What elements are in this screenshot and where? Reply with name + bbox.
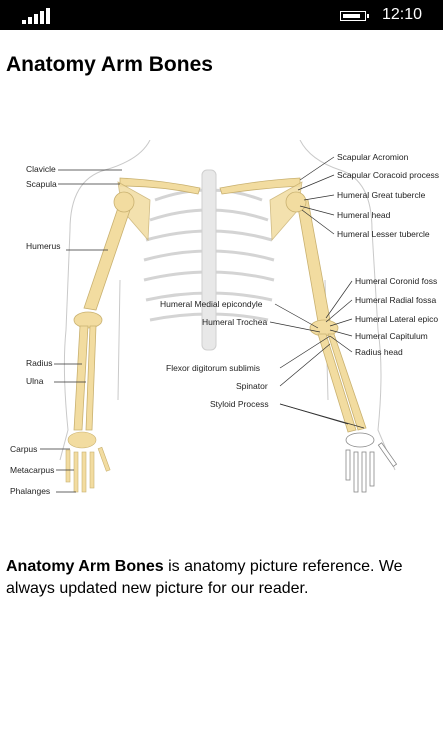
label-flexor-digitorum: Flexor digitorum sublimis [166, 363, 260, 373]
signal-strength-icon [22, 8, 50, 24]
label-carpus: Carpus [10, 444, 37, 454]
label-phalanges: Phalanges [10, 486, 50, 496]
label-scapula: Scapula [26, 179, 57, 189]
label-scapular-acromion: Scapular Acromion [337, 152, 409, 162]
label-styloid-process: Styloid Process [210, 399, 269, 409]
status-time: 12:10 [382, 6, 423, 23]
label-ulna: Ulna [26, 376, 44, 386]
label-metacarpus: Metacarpus [10, 465, 54, 475]
label-humeral-medial-epicondyle: Humeral Medial epicondyle [160, 299, 263, 309]
label-humeral-head: Humeral head [337, 210, 391, 220]
description-text: is anatomy picture reference. We always … [6, 558, 403, 597]
label-humeral-lateral-epico: Humeral Lateral epico [355, 314, 438, 324]
label-humeral-capitulum: Humeral Capitulum [355, 331, 428, 341]
page-title: Anatomy Arm Bones [6, 53, 213, 76]
description-bold: Anatomy Arm Bones [6, 558, 164, 575]
label-radius-head: Radius head [355, 347, 403, 357]
arm-bones-illustration: Clavicle Scapula Humerus Radius Ulna Car… [10, 140, 439, 496]
label-clavicle: Clavicle [26, 164, 56, 174]
label-humeral-lesser-tubercle: Humeral Lesser tubercle [337, 229, 430, 239]
label-radius: Radius [26, 358, 52, 368]
status-bar: 12:10 [0, 0, 443, 30]
label-humeral-coronid-fossa: Humeral Coronid foss [355, 276, 437, 286]
label-humeral-great-tubercle: Humeral Great tubercle [337, 190, 426, 200]
label-spinator: Spinator [236, 381, 268, 391]
label-humerus: Humerus [26, 241, 60, 251]
label-humeral-trochea: Humeral Trochea [202, 317, 267, 327]
label-scapular-coracoid: Scapular Coracoid process [337, 170, 439, 180]
battery-icon [340, 11, 369, 21]
description: Anatomy Arm Bones is anatomy picture ref… [6, 556, 436, 600]
label-humeral-radial-fossa: Humeral Radial fossa [355, 295, 437, 305]
